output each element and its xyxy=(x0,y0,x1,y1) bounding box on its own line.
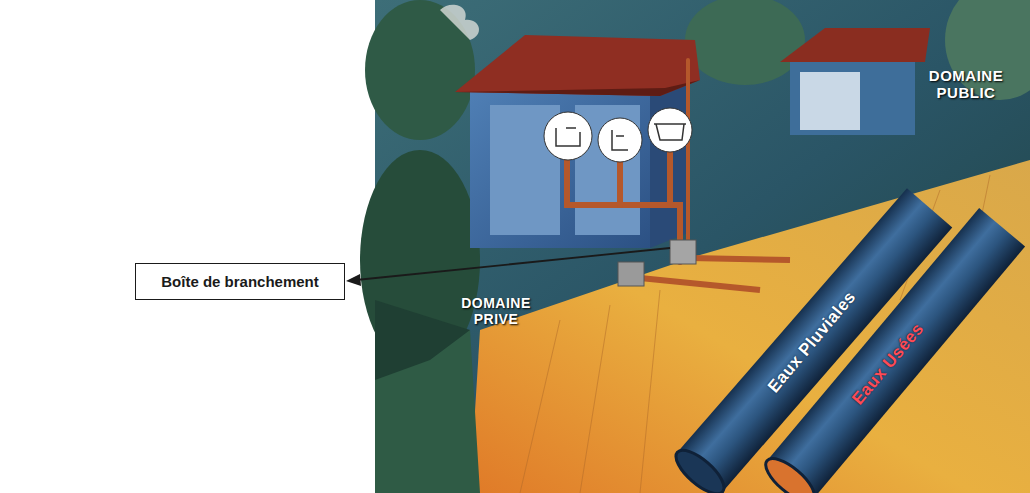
connection-box xyxy=(618,262,644,286)
furrow xyxy=(580,305,610,493)
connection-branches xyxy=(618,240,790,290)
smoke xyxy=(440,5,479,40)
drain-pipe xyxy=(617,162,623,205)
house-wall xyxy=(470,90,650,248)
branch-pipe xyxy=(640,278,760,290)
house-roof xyxy=(780,28,930,62)
house-drain-pipes xyxy=(567,60,688,262)
pipe-label: Eaux Usées xyxy=(803,266,972,462)
grass xyxy=(375,330,480,493)
pipe-opening xyxy=(759,452,820,493)
sink-symbol xyxy=(556,128,580,146)
furrow xyxy=(520,320,560,493)
house-roof-edge xyxy=(455,80,700,96)
bath-symbol xyxy=(654,124,686,140)
main-house xyxy=(455,35,700,248)
drain-pipe xyxy=(567,158,680,205)
area-label: DOMAINE PUBLIC xyxy=(911,67,1021,102)
rain-downpipe xyxy=(686,60,690,240)
fixture-circle xyxy=(544,112,592,160)
house-window xyxy=(800,72,860,130)
connection-box xyxy=(670,240,696,264)
tree xyxy=(685,0,805,85)
toilet-symbol xyxy=(612,130,628,150)
furrow xyxy=(640,290,660,493)
fixture-circle xyxy=(598,118,642,162)
house-wall xyxy=(790,60,915,135)
area-label: DOMAINE PRIVE xyxy=(456,295,536,327)
pipe-opening xyxy=(669,443,730,493)
callout-text: Boîte de branchement xyxy=(161,273,319,290)
leader-arrowhead xyxy=(346,274,361,286)
branch-pipe xyxy=(690,258,790,260)
fixture-symbols xyxy=(544,108,692,162)
fixture-circle xyxy=(648,108,692,152)
leader-line xyxy=(356,248,670,280)
callout-box: Boîte de branchement xyxy=(135,263,345,300)
sewer-pipes xyxy=(669,188,1025,493)
pipe-label: Eaux Pluviales xyxy=(727,244,896,440)
small-house xyxy=(780,28,930,135)
house-roof xyxy=(455,35,700,96)
